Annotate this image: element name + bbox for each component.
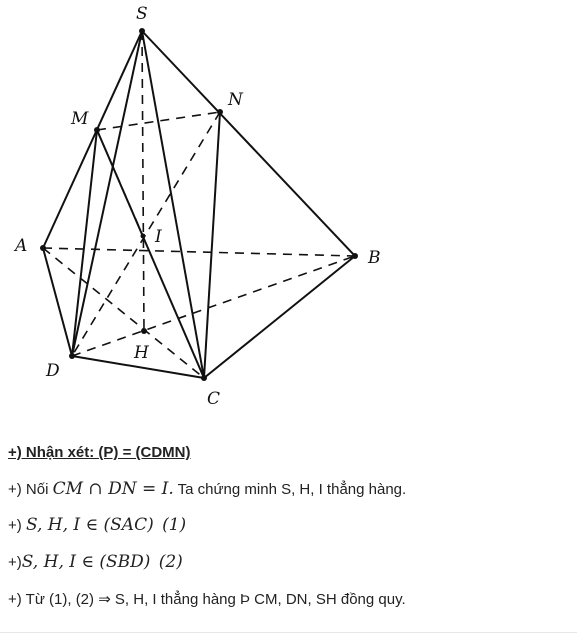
vertex-N	[217, 109, 223, 115]
line-sbd-num: (2)	[158, 552, 183, 572]
label-B: B	[367, 248, 381, 268]
edge-AD	[42, 247, 73, 357]
edge-SB	[141, 30, 356, 257]
vertex-D	[69, 353, 75, 359]
vertex-S	[139, 28, 145, 34]
line-sbd-math: S, H, I ∈ (SBD)	[21, 552, 151, 572]
vertex-I	[140, 233, 146, 239]
label-H: H	[133, 343, 150, 363]
pyramid-figure: S N M I A B D H C	[13, 4, 381, 409]
vertices	[40, 28, 358, 381]
line-sac-prefix: +)	[8, 517, 26, 534]
line-connect: +) Nối CM ∩ DN = I. Ta chứng minh S, H, …	[8, 479, 406, 500]
label-N: N	[227, 90, 244, 110]
vertex-A	[40, 245, 46, 251]
edge-MC	[96, 129, 205, 379]
label-I: I	[154, 227, 162, 247]
solid-edges	[42, 30, 356, 379]
line-sbd-prefix: +)	[8, 554, 22, 571]
vertex-H	[141, 328, 147, 334]
line-sac-math: S, H, I ∈ (SAC)	[25, 515, 154, 535]
label-M: M	[70, 109, 89, 129]
vertex-B	[352, 253, 358, 259]
line-sac-num: (1)	[162, 515, 187, 535]
edge-NC	[203, 111, 221, 379]
edge-SA	[42, 30, 143, 249]
edge-SC	[141, 30, 205, 379]
line-connect-suffix: Ta chứng minh S, H, I thẳng hàng.	[173, 481, 407, 498]
line-sbd: +)S, H, I ∈ (SBD) (2)	[8, 552, 183, 573]
edge-AC	[42, 247, 205, 379]
label-S: S	[136, 4, 148, 24]
edge-SD	[71, 30, 143, 357]
line-connect-math: CM ∩ DN = I.	[52, 479, 174, 499]
edge-AB	[42, 247, 356, 257]
edge-MD	[71, 129, 98, 357]
dashed-edges	[42, 30, 356, 379]
vertex-labels: S N M I A B D H C	[13, 4, 381, 409]
line-sac: +) S, H, I ∈ (SAC) (1)	[8, 515, 186, 536]
remark-heading: +) Nhận xét: (P) = (CDMN)	[8, 444, 191, 461]
edge-DC	[71, 355, 205, 379]
label-D: D	[45, 361, 60, 381]
edge-CB	[203, 255, 356, 379]
edge-MI	[96, 129, 144, 237]
vertex-C	[201, 375, 207, 381]
bottom-divider	[0, 632, 577, 633]
edge-SH	[141, 30, 145, 332]
line-connect-prefix: +) Nối	[8, 481, 53, 498]
line-conclusion: +) Từ (1), (2) ⇒ S, H, I thẳng hàng Þ CM…	[8, 591, 406, 608]
label-A: A	[13, 236, 27, 256]
edge-DB	[71, 255, 356, 357]
vertex-M	[94, 127, 100, 133]
label-C: C	[207, 389, 220, 409]
edge-MN	[96, 111, 221, 131]
